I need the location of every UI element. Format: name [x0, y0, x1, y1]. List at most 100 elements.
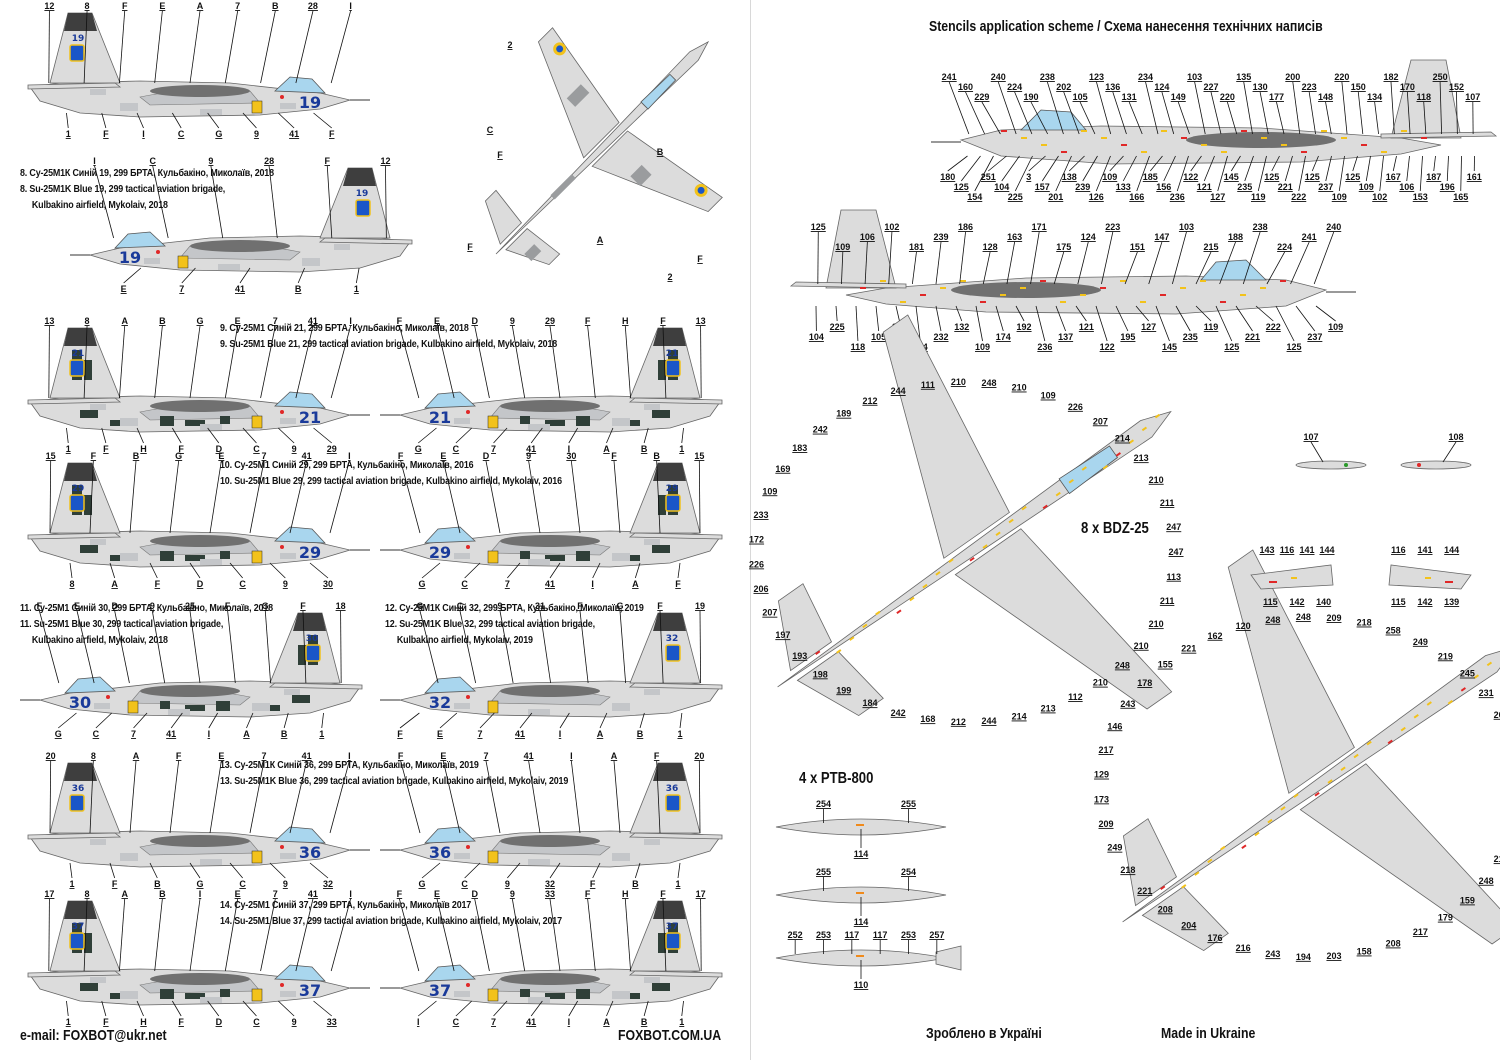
- callout-line: [1325, 155, 1332, 182]
- camo-patch-light: [612, 853, 630, 861]
- callout-line: [1310, 441, 1324, 463]
- callout-line: [959, 231, 966, 285]
- stencil-mark: [1341, 137, 1347, 139]
- stencil-mark: [1041, 144, 1047, 146]
- callout-label: 7: [273, 316, 278, 326]
- callout-label: 7: [131, 729, 136, 739]
- callout-label: 103: [1187, 72, 1202, 82]
- callout-line: [656, 760, 661, 834]
- callout-label: D: [471, 316, 478, 326]
- callout-label: A: [121, 316, 128, 326]
- camo-patch-light: [644, 539, 660, 545]
- camo-patch-light: [200, 559, 222, 565]
- stabilizer-shape: [27, 397, 122, 405]
- callout-line: [1190, 155, 1202, 172]
- tail-serial: 32: [666, 634, 679, 644]
- trident-badge: [305, 644, 321, 662]
- callout-line: [699, 610, 702, 684]
- camo-patch: [652, 545, 670, 553]
- callout-label: 19: [695, 601, 705, 611]
- callout-label: I: [349, 1, 352, 11]
- callout-line: [313, 427, 333, 444]
- callout-label: I: [142, 129, 145, 139]
- callout-line: [439, 712, 458, 729]
- website-link[interactable]: FOXBOT.COM.UA: [618, 1027, 722, 1044]
- planform-camo: [630, 164, 652, 187]
- camo-patch-light: [644, 977, 660, 983]
- callout-label: 1: [66, 444, 71, 454]
- callout-label: 104: [809, 332, 824, 342]
- callout-label: 15: [46, 451, 56, 461]
- callout-label: 139: [1444, 597, 1459, 607]
- callout-line: [1292, 81, 1301, 135]
- bdz-stencil-yellow: [1425, 577, 1431, 579]
- callout-line: [599, 712, 608, 729]
- caption-profile-10: 10. Су-25М1 Синій 29, 299 БРТА, Кульбакі…: [220, 457, 562, 489]
- callout-line: [519, 712, 533, 729]
- callout-line: [911, 251, 917, 285]
- callout-label: 210: [1149, 475, 1164, 485]
- caption-en: 14. Su-25M1 Blue 37, 299 tactical aviati…: [220, 915, 562, 927]
- callout-line: [606, 427, 614, 444]
- callout-label: 242: [813, 425, 828, 435]
- serial-number: 21: [299, 408, 321, 427]
- stencil-mark: [1120, 280, 1126, 282]
- callout-line: [268, 165, 278, 239]
- callout-line: [698, 460, 701, 534]
- callout-label: I: [570, 751, 573, 761]
- callout-label: 194: [1296, 952, 1311, 962]
- caption-en: 10. Su-25M1 Blue 29, 299 tactical aviati…: [220, 475, 562, 487]
- callout-label: A: [197, 1, 204, 11]
- callout-label: F: [398, 751, 404, 761]
- caption-profile-12: 12. Су-25М1К Синій 32, 299 БРТА, Кульбак…: [385, 600, 644, 648]
- callout-label: 154: [967, 192, 982, 202]
- callout-label: 136: [1105, 82, 1120, 92]
- callout-line: [1215, 305, 1233, 342]
- red-marker-dot: [280, 845, 284, 849]
- callout-line: [172, 1000, 182, 1017]
- callout-label: 105: [871, 332, 886, 342]
- camo-patch-light: [528, 859, 550, 865]
- callout-label: 201: [1048, 192, 1063, 202]
- stencil-wing-root: [1186, 132, 1336, 148]
- callout-label: B: [154, 879, 161, 889]
- aircraft-profiles-canvas: 19191218FFIECAG79B4128FI1919121FB284197C…: [20, 1, 723, 1027]
- camo-patch-light: [90, 404, 106, 410]
- camo-patch: [545, 420, 565, 426]
- callout-line: [154, 898, 163, 972]
- callout-label: 227: [1203, 82, 1218, 92]
- callout-line: [1352, 155, 1358, 172]
- callout-line: [399, 325, 420, 399]
- callout-label: 221: [1181, 644, 1196, 654]
- callout-label: B: [281, 729, 288, 739]
- callout-line: [507, 862, 521, 879]
- callout-label: 8: [91, 751, 96, 761]
- plan-stencil-mark: [948, 558, 954, 563]
- callout-line: [1176, 155, 1189, 192]
- callout-label: 102: [884, 222, 899, 232]
- callout-line: [613, 460, 621, 534]
- caption-ua: 12. Су-25М1К Синій 32, 299 БРТА, Кульбак…: [385, 602, 644, 614]
- camo-patch-light: [90, 839, 106, 845]
- callout-label: 141: [1417, 545, 1432, 555]
- callout-label: A: [111, 579, 118, 589]
- callout-label: 146: [1107, 721, 1122, 731]
- email-contact[interactable]: e-mail: FOXBOT@ukr.net: [20, 1027, 167, 1044]
- callout-label: 7: [477, 729, 482, 739]
- canopy-shape: [274, 826, 326, 844]
- camo-patch: [84, 360, 92, 380]
- stencil-canopy: [1200, 259, 1267, 281]
- planform-stab-left: [484, 189, 522, 245]
- camo-patch-light: [528, 424, 550, 430]
- callout-line: [417, 1000, 437, 1017]
- callout-label: 3: [1026, 172, 1031, 182]
- callout-label: 108: [1448, 432, 1463, 442]
- callout-line: [662, 898, 667, 972]
- callout-line: [935, 241, 942, 285]
- callout-line: [283, 712, 289, 729]
- callout-line: [1257, 155, 1267, 192]
- callout-label: 197: [775, 630, 790, 640]
- caption-profile-14: 14. Су-25М1 Синій 37, 299 БРТА, Кульбакі…: [220, 897, 562, 929]
- callout-label: 218: [1357, 618, 1372, 628]
- callout-line: [260, 325, 276, 399]
